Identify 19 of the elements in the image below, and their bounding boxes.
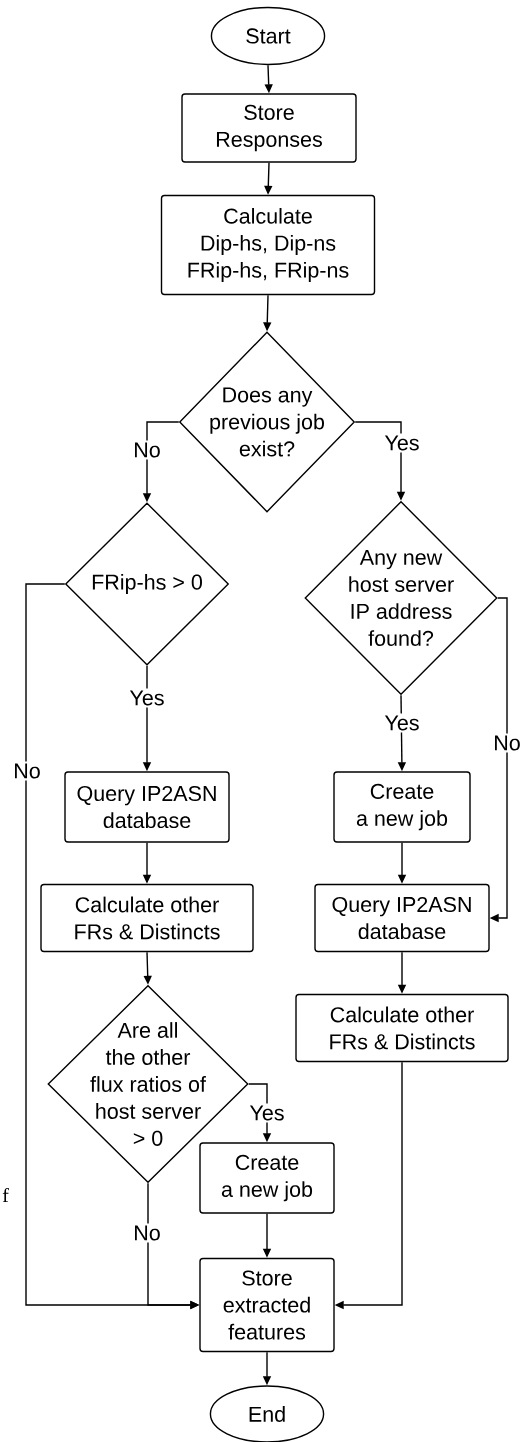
process-box: Calculate other FRs & Distincts	[40, 883, 254, 953]
process-box: Store Responses	[181, 93, 357, 163]
terminal-oval: Start	[210, 6, 326, 66]
edge-label: No	[11, 761, 43, 781]
edge-label: Yes	[382, 713, 422, 733]
process-box: Create a new job	[333, 771, 471, 843]
text-fragment: f	[2, 1187, 9, 1203]
edge-label: Yes	[247, 1103, 287, 1123]
edge-label: Yes	[127, 688, 167, 708]
process-box: Query IP2ASN database	[314, 883, 490, 953]
edge-label: Yes	[382, 433, 422, 453]
process-box: Query IP2ASN database	[64, 771, 230, 843]
edge-label: No	[491, 733, 523, 753]
process-box: Calculate other FRs & Distincts	[295, 993, 509, 1063]
process-box: Calculate Dip-hs, Dip-ns FRip-hs, FRip-ns	[160, 194, 376, 296]
process-box: Store extracted features	[199, 1257, 335, 1353]
edge-label: No	[131, 1223, 163, 1243]
edge-label: No	[131, 440, 163, 460]
process-box: Create a new job	[199, 1142, 335, 1214]
